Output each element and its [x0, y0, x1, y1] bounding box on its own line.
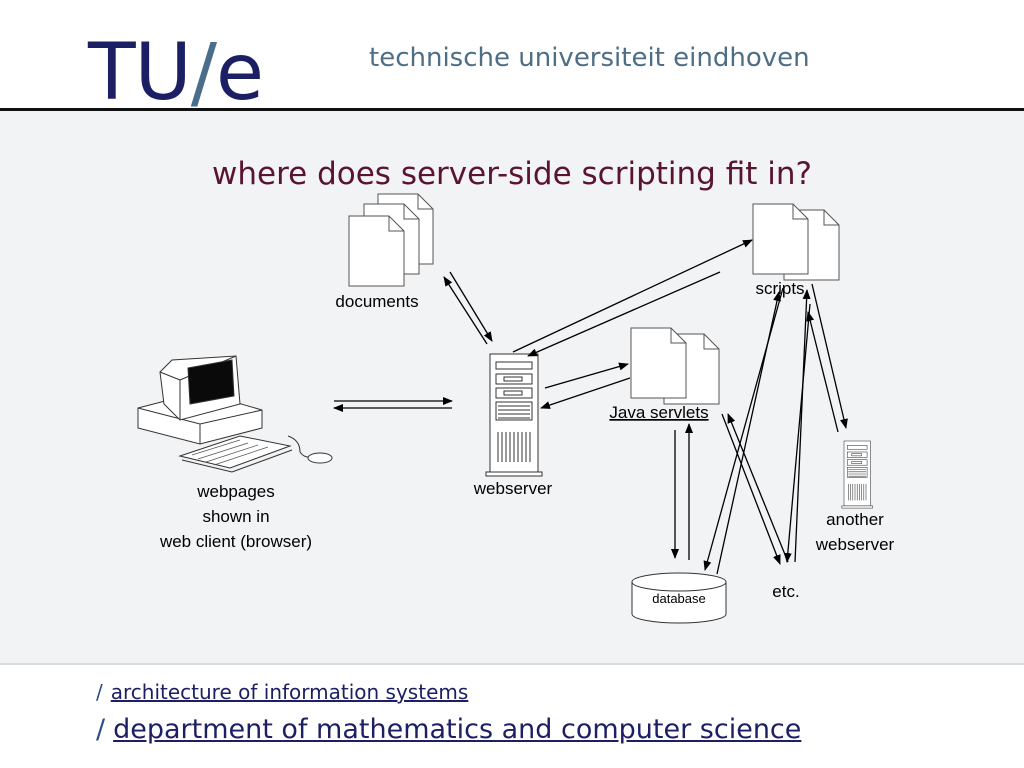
another-webserver-label-1: another: [826, 510, 884, 529]
slide-title: where does server-side scripting fit in?: [0, 156, 1024, 192]
client-computer-icon: [137, 355, 333, 473]
webserver-icon: [485, 353, 543, 477]
footer-slash-2: /: [96, 714, 106, 745]
client-label-2: shown in: [202, 507, 269, 526]
scripts-label: scripts: [755, 279, 804, 298]
java-servlets-label: Java servlets: [609, 403, 708, 422]
database-label: database: [652, 591, 706, 606]
footer-divider: [0, 663, 1024, 665]
logo-tu: TU: [88, 28, 192, 118]
another-webserver-label-2: webserver: [815, 535, 895, 554]
connection-arrows: [333, 239, 848, 575]
scripts-icon: [752, 203, 840, 281]
footer-link-row-2: /department of mathematics and computer …: [96, 714, 801, 745]
tue-logo: TU/e: [88, 28, 264, 118]
java-servlets-icon: [630, 327, 720, 405]
client-label-3: web client (browser): [159, 532, 312, 551]
logo-e: e: [216, 28, 264, 118]
documents-label: documents: [335, 292, 418, 311]
footer-link-row-1: / architecture of information systems: [96, 680, 468, 704]
webserver-label: webserver: [473, 479, 553, 498]
database-icon: [631, 572, 727, 624]
slide-title-text: where does server-side scripting fit in?: [212, 156, 812, 192]
university-tagline: technische universiteit eindhoven: [369, 43, 810, 73]
client-label-1: webpages: [196, 482, 275, 501]
header: TU/e technische universiteit eindhoven: [0, 0, 1024, 116]
documents-icon: [348, 193, 434, 287]
footer-slash-1: /: [96, 680, 103, 704]
header-divider: [0, 108, 1024, 111]
footer: [0, 665, 1024, 768]
department-link[interactable]: department of mathematics and computer s…: [113, 714, 802, 745]
another-webserver-icon: [841, 440, 873, 509]
logo-slash: /: [190, 28, 217, 118]
course-link[interactable]: architecture of information systems: [110, 680, 469, 704]
etc-label: etc.: [772, 582, 799, 601]
